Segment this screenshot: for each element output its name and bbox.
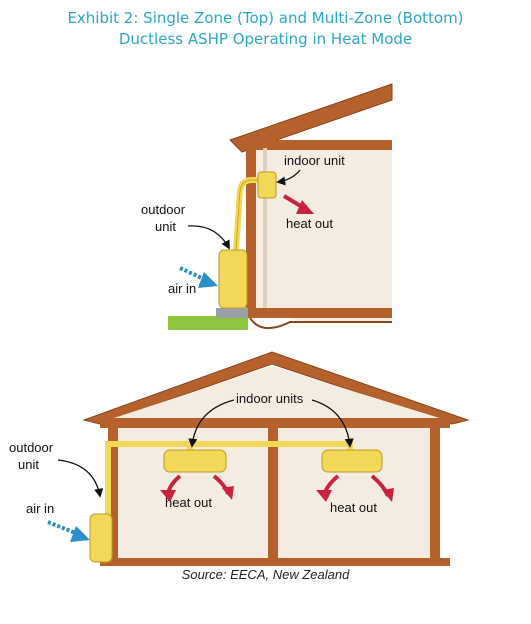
outdoor-unit-bottom xyxy=(89,513,113,563)
indoor-unit-label-top: indoor unit xyxy=(284,153,345,168)
heat-out-label-top: heat out xyxy=(286,216,333,231)
outdoor-label-bottom-2: unit xyxy=(18,457,39,472)
right-post-bottom xyxy=(430,426,440,564)
wall-post-top xyxy=(246,148,256,310)
left-post-bottom xyxy=(108,426,118,564)
ground-top xyxy=(168,316,248,330)
middle-post-bottom xyxy=(268,426,278,564)
air-in-arrow-bottom xyxy=(47,520,90,542)
title-line-1: Exhibit 2: Single Zone (Top) and Multi-Z… xyxy=(67,9,464,27)
single-zone-diagram: indoor unit outdoor unit heat out air in xyxy=(141,83,393,330)
air-in-label-bottom: air in xyxy=(26,501,54,516)
source-caption: Source: EECA, New Zealand xyxy=(181,567,350,582)
ceiling-beam-top xyxy=(246,140,392,150)
indoor-unit-left-bottom xyxy=(163,449,227,473)
heat-out-label-right: heat out xyxy=(330,500,377,515)
outdoor-label-bottom-1: outdoor xyxy=(9,440,54,455)
outdoor-unit-pointer-top xyxy=(187,225,230,250)
roof-top xyxy=(229,83,393,153)
heat-out-arrows-right xyxy=(316,474,394,502)
heat-out-arrows-left xyxy=(160,474,234,502)
indoor-unit-right-bottom xyxy=(321,449,383,473)
air-in-arrow-top xyxy=(179,266,218,288)
title-line-2: Ductless ASHP Operating in Heat Mode xyxy=(118,30,413,48)
figure-title: Exhibit 2: Single Zone (Top) and Multi-Z… xyxy=(0,8,531,50)
indoor-units-pointer-right xyxy=(311,399,354,448)
indoor-units-label-bottom: indoor units xyxy=(236,391,304,406)
heat-out-label-left: heat out xyxy=(165,495,212,510)
pad-top xyxy=(216,308,248,318)
indoor-unit-top xyxy=(257,171,277,199)
floor-top xyxy=(248,308,392,318)
ceiling-beam-bottom xyxy=(100,418,450,428)
outdoor-unit-top xyxy=(218,249,248,309)
air-in-label-top: air in xyxy=(168,281,196,296)
indoor-units-pointer-left xyxy=(188,399,235,448)
outdoor-label-top-1: outdoor xyxy=(141,202,186,217)
indoor-unit-pointer-top xyxy=(276,169,301,186)
outdoor-label-top-2: unit xyxy=(155,219,176,234)
refrigerant-line-bottom xyxy=(105,441,353,520)
attic xyxy=(108,366,446,420)
floor-bottom xyxy=(100,558,450,566)
house-wall-top xyxy=(252,148,392,322)
outdoor-unit-pointer-bottom xyxy=(57,459,104,498)
heat-out-arrow-top xyxy=(282,194,314,214)
foundation-top xyxy=(249,317,392,329)
multi-zone-diagram: indoor units outdoor unit heat out heat … xyxy=(9,351,470,566)
inner-wall-top xyxy=(263,148,267,312)
